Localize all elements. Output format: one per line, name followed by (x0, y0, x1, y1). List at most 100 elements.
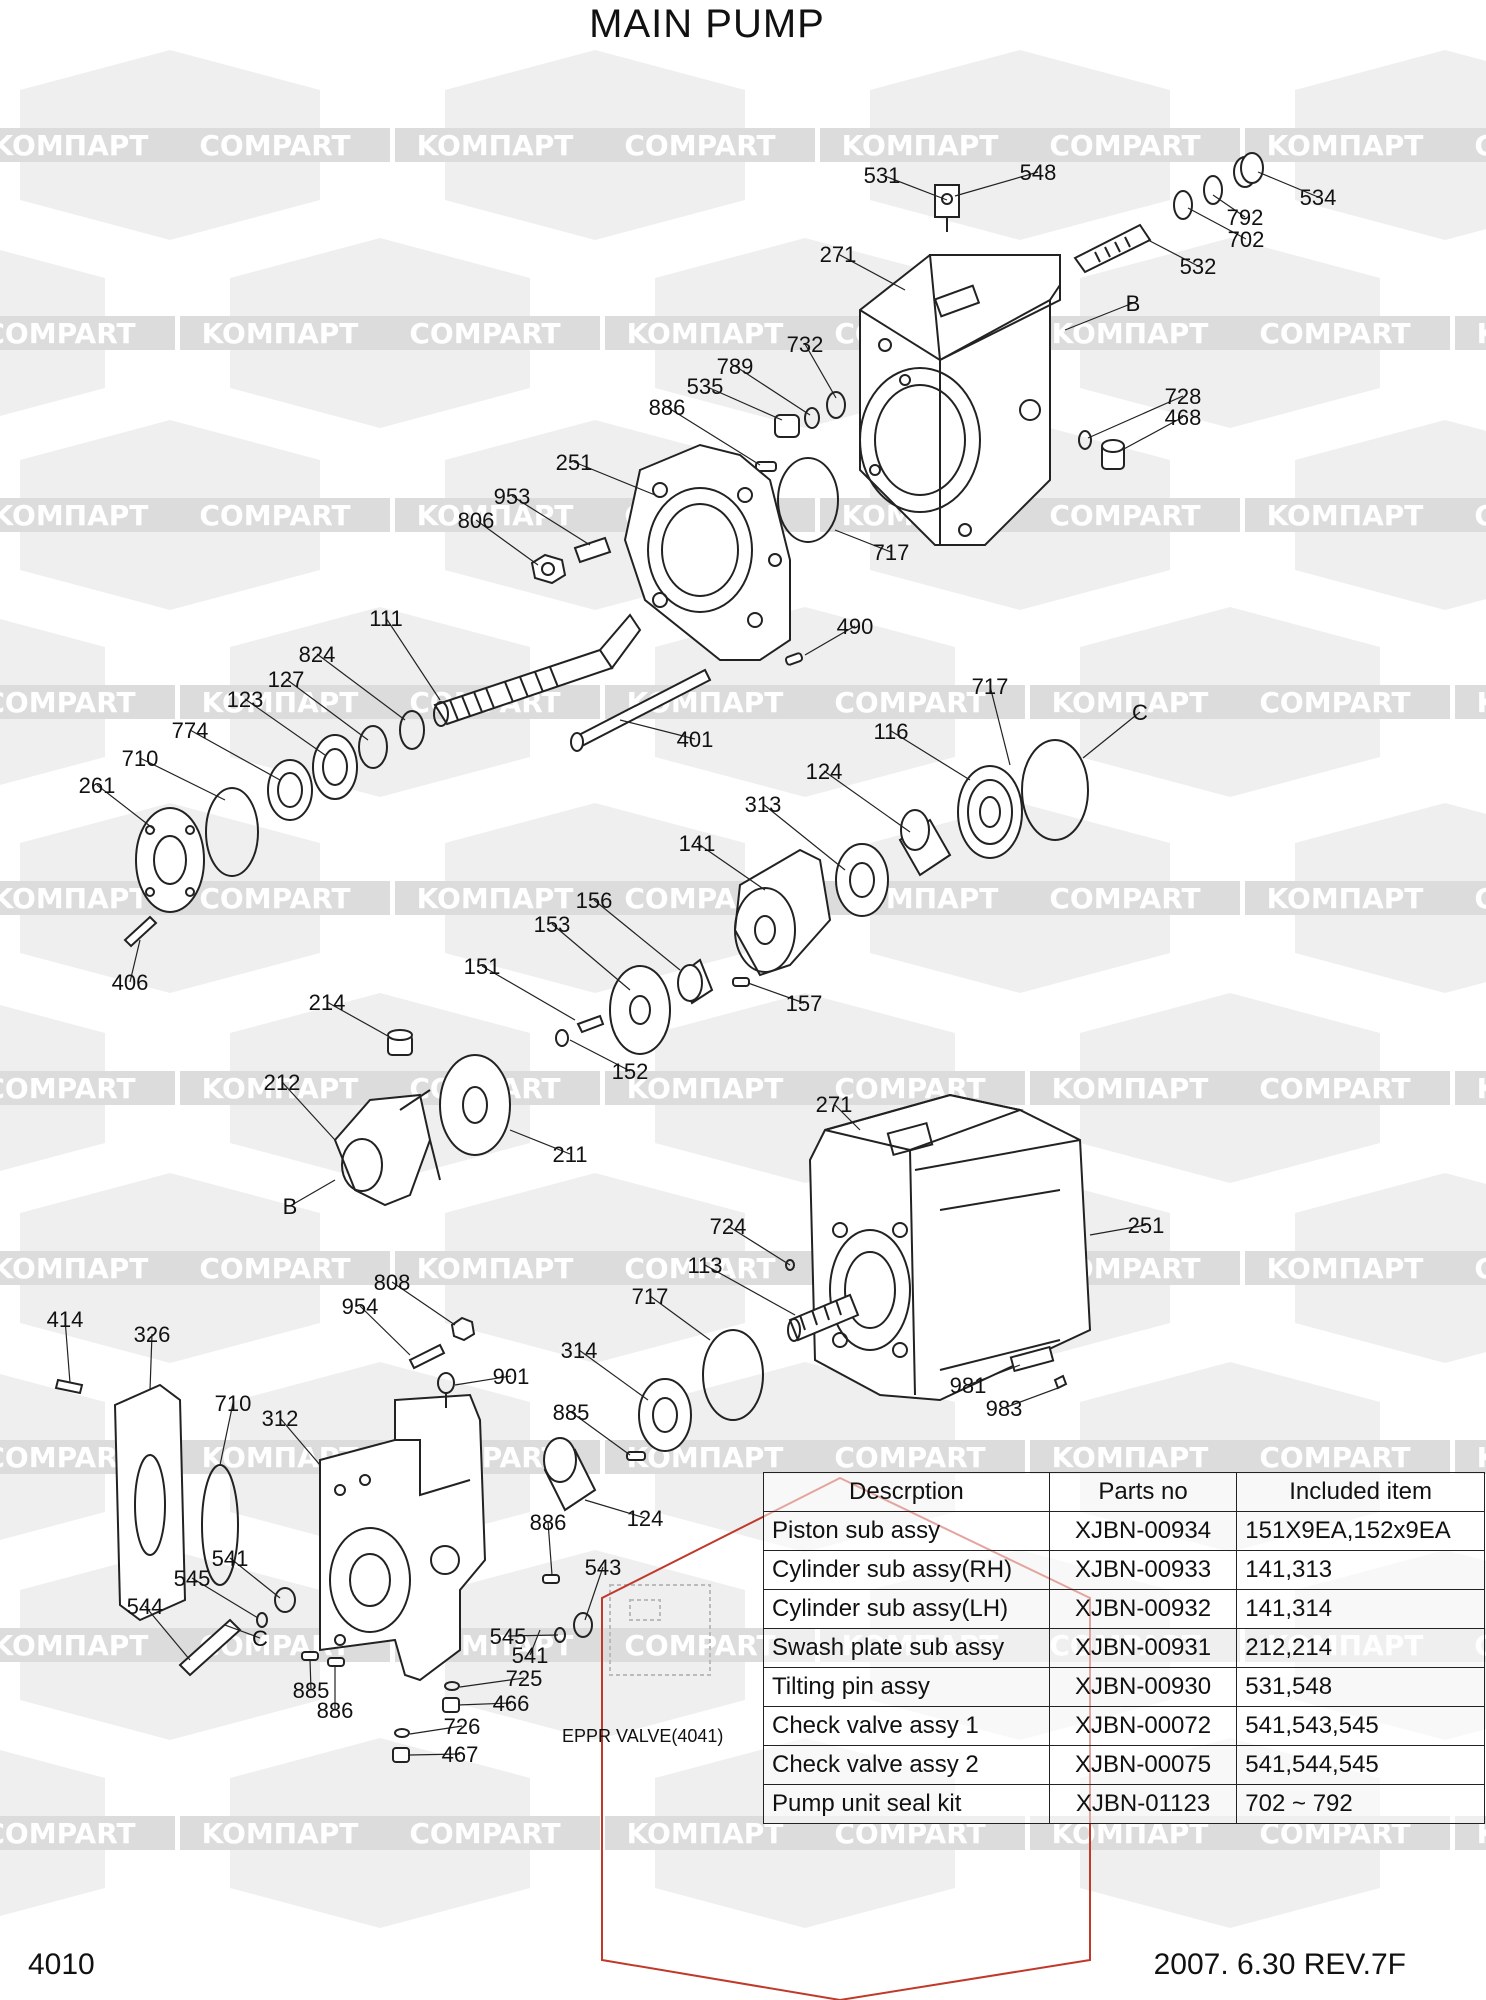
watermark-text: KOMПАРТ (627, 1817, 784, 1850)
watermark-text: COMPART (0, 1072, 136, 1105)
watermark-text: KOMПАРТ (202, 1072, 359, 1105)
watermark-text: COMPART (834, 1441, 985, 1474)
watermark-text: COMPART (1474, 129, 1486, 162)
drive-shaft-111 (433, 613, 642, 727)
plug-468 (1101, 439, 1125, 470)
watermark-text: KOMПАРТ (1052, 1441, 1209, 1474)
leader-line (747, 982, 805, 1004)
leader-line (584, 1499, 646, 1519)
leader-line (727, 1225, 791, 1266)
nut-808 (450, 1316, 476, 1342)
callout-label: C (1132, 700, 1148, 725)
watermark-text: KOMПАРТ (417, 499, 574, 532)
cell-included-item: 541,543,545 (1236, 1706, 1485, 1746)
callout-label: 531 (864, 163, 901, 188)
callout-label: 314 (561, 1338, 598, 1363)
watermark-text: COMPART (834, 686, 985, 719)
callout-label: 313 (745, 792, 782, 817)
callout-label: 725 (506, 1666, 543, 1691)
page-code: 4010 (28, 1948, 95, 1981)
bush-124-lower (543, 1437, 597, 1512)
leader-line (511, 495, 591, 546)
watermark-text: KOMПАРТ (417, 129, 574, 162)
leader-line (584, 1566, 604, 1621)
callout-label: 885 (553, 1400, 590, 1425)
watermark-band (820, 128, 1240, 162)
callout-label: 211 (552, 1142, 587, 1167)
watermark-text: COMPART (1474, 882, 1486, 915)
callout-label: 212 (264, 1070, 301, 1095)
watermark-text: KOMПАРТ (842, 129, 999, 162)
callout-label: 886 (649, 395, 686, 420)
callout-label: 885 (293, 1678, 330, 1703)
cell-parts-no: XJBN-01123 (1048, 1784, 1238, 1824)
watermark-band (395, 1251, 815, 1285)
callout-label: 214 (309, 990, 346, 1015)
watermark-text: KOMПАРТ (0, 1629, 148, 1662)
cell-included-item: 531,548 (1236, 1667, 1485, 1707)
callout-label: 728 (1165, 384, 1202, 409)
leader-line (804, 625, 856, 656)
leader-line (1089, 1224, 1147, 1236)
callout-label: 271 (816, 1092, 853, 1117)
watermark-text: KOMПАРТ (202, 317, 359, 350)
gear-116 (957, 765, 1023, 859)
o-ring-732 (826, 391, 846, 419)
callout-label: 953 (494, 484, 531, 509)
o-ring-717-c (1021, 739, 1089, 841)
o-ring-710-upper (205, 787, 259, 877)
callout-label: 548 (1020, 160, 1057, 185)
cell-included-item: 151X9EA,152x9EA (1236, 1511, 1485, 1551)
rivet-983 (1053, 1374, 1068, 1390)
watermark-text: COMPART (1049, 882, 1200, 915)
cell-parts-no: XJBN-00933 (1048, 1550, 1238, 1590)
leader-line (704, 385, 783, 421)
swash-plate-212 (333, 1089, 441, 1207)
shoe-152 (555, 1029, 569, 1047)
leader-line (666, 406, 761, 466)
spherical-bush-156 (677, 958, 714, 1005)
leader-line (881, 174, 948, 201)
watermark-text: COMPART (0, 1817, 136, 1850)
callout-label: 774 (172, 718, 209, 743)
callout-label: 116 (873, 719, 908, 744)
eppr-valve-ghost (609, 1584, 711, 1676)
callout-label: 406 (112, 970, 149, 995)
watermark-band (395, 128, 815, 162)
watermark-text: COMPART (199, 499, 350, 532)
leader-line (619, 719, 696, 740)
leader-line (804, 343, 837, 399)
watermark-text: KOMПАРТ (1477, 1441, 1486, 1474)
watermark-text: COMPART (409, 1817, 560, 1850)
watermark-text: KOMПАРТ (1477, 1817, 1486, 1850)
watermark-text: KOMПАРТ (627, 1072, 784, 1105)
cell-parts-no: XJBN-00932 (1048, 1589, 1238, 1629)
watermark-band (1030, 316, 1450, 350)
cell-included-item: 541,544,545 (1236, 1745, 1485, 1785)
leader-line (989, 685, 1011, 766)
watermark-text: KOMПАРТ (1267, 882, 1424, 915)
o-ring-726 (394, 1728, 410, 1738)
callout-label: 808 (374, 1270, 411, 1295)
o-ring-717-upper (777, 457, 839, 543)
stud-953 (573, 536, 612, 564)
leader-line (1082, 711, 1141, 759)
parts-table: Descrption Parts no Included item Piston… (763, 1472, 1485, 1824)
header-included-item: Included item (1236, 1472, 1485, 1512)
bolt-406 (123, 915, 158, 948)
leader-line (570, 1411, 631, 1456)
watermark-text: KOMПАРТ (1477, 317, 1486, 350)
watermark-text: COMPART (0, 686, 136, 719)
watermark-text: KOMПАРТ (0, 1252, 148, 1285)
callout-label: B (1126, 291, 1141, 316)
leader-line (704, 1264, 796, 1316)
watermark-band (0, 685, 175, 719)
nut-806 (530, 553, 567, 585)
leader-line (285, 678, 369, 741)
leader-line (578, 1349, 649, 1401)
watermark-text: KOMПАРТ (627, 317, 784, 350)
leader-line (279, 1417, 321, 1466)
leader-line (454, 1375, 512, 1386)
